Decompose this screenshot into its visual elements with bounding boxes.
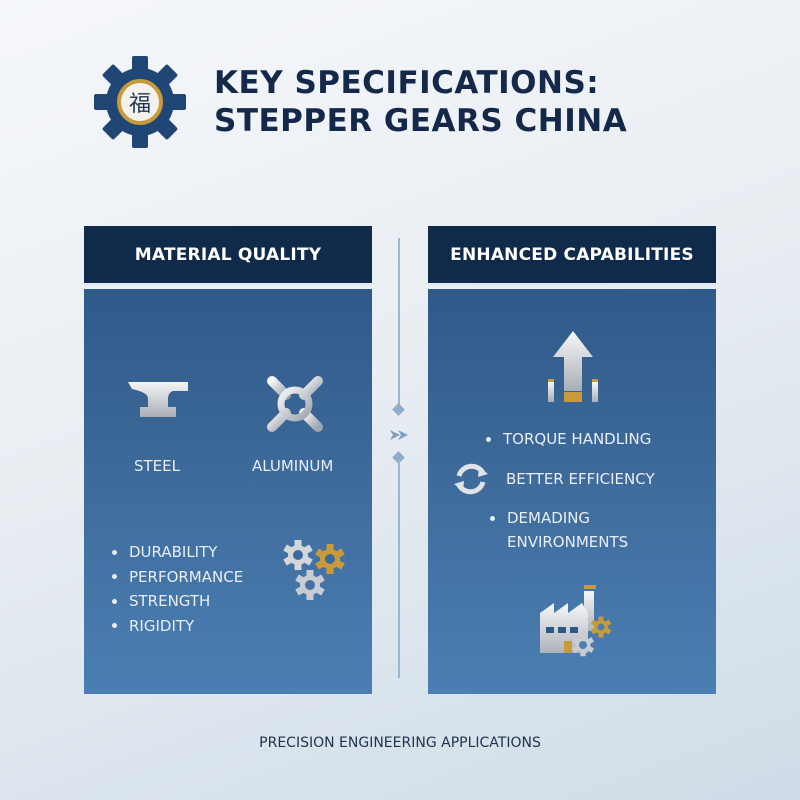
- factory-gears-icon: [540, 585, 612, 657]
- material-quality-panel: MATERIAL QUALITY STEEL ALUMINUM DURABILI…: [84, 226, 372, 694]
- page-title: KEY SPECIFICATIONS: STEPPER GEARS CHINA: [214, 64, 627, 140]
- list-item: DURABILITY: [112, 540, 243, 565]
- material-label-aluminum: ALUMINUM: [252, 457, 334, 475]
- torque-arrow-up-icon: [548, 331, 598, 402]
- fu-glyph: 福: [128, 92, 151, 117]
- gears-cluster-icon: [283, 540, 345, 600]
- panel-body: STEEL ALUMINUM DURABILITY PERFORMANCE ST…: [84, 289, 372, 694]
- panel-title: MATERIAL QUALITY: [84, 226, 372, 286]
- capability-item: BETTER EFFICIENCY: [506, 470, 655, 488]
- list-item: RIGIDITY: [112, 614, 243, 639]
- capability-item: DEMADING: [490, 509, 590, 527]
- panel-title: ENHANCED CAPABILITIES: [428, 226, 716, 286]
- title-line-2: STEPPER GEARS CHINA: [214, 103, 628, 139]
- divider-line-bottom: [398, 460, 400, 678]
- title-line-1: KEY SPECIFICATIONS:: [214, 65, 600, 101]
- page-header: 福 KEY SPECIFICATIONS: STEPPER GEARS CHIN…: [92, 54, 627, 150]
- capability-item-continuation: ENVIRONMENTS: [507, 533, 629, 551]
- list-item: STRENGTH: [112, 589, 243, 614]
- anvil-icon: [128, 382, 188, 417]
- enhanced-capabilities-panel: ENHANCED CAPABILITIES TORQUE HANDLING BE…: [428, 226, 716, 694]
- double-chevron-right-icon: [390, 430, 408, 440]
- list-item: PERFORMANCE: [112, 565, 243, 590]
- gear-logo-icon: 福: [92, 54, 188, 150]
- divider-diamond-top: [392, 403, 405, 416]
- material-benefits-list: DURABILITY PERFORMANCE STRENGTH RIGIDITY: [112, 540, 243, 638]
- refresh-cycle-icon: [454, 463, 488, 495]
- divider-line-top: [398, 238, 400, 410]
- capability-item: TORQUE HANDLING: [486, 430, 651, 448]
- material-label-steel: STEEL: [134, 457, 180, 475]
- footer-caption: PRECISION ENGINEERING APPLICATIONS: [259, 735, 541, 751]
- panel-body: TORQUE HANDLING BETTER EFFICIENCY DEMADI…: [428, 289, 716, 694]
- aluminum-cross-icon: [267, 376, 323, 432]
